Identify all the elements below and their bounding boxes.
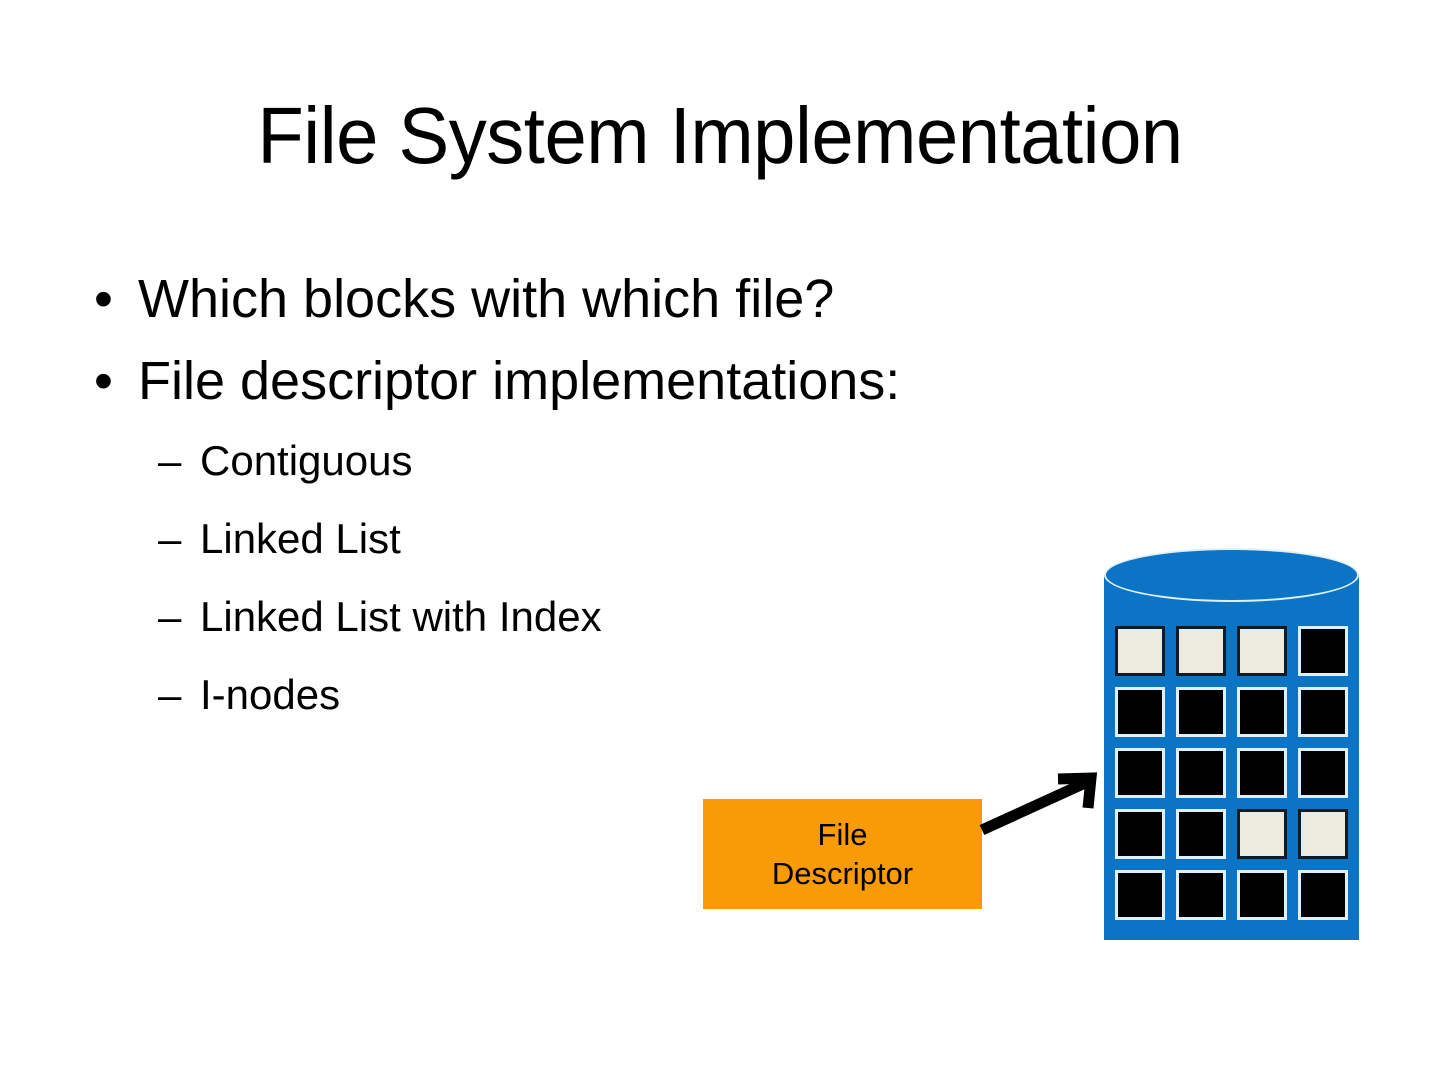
file-descriptor-label-line2: Descriptor xyxy=(771,856,914,891)
file-descriptor-label-line1: File xyxy=(817,817,868,852)
disk-block-r4-c1 xyxy=(1115,809,1165,859)
bullet-text: File descriptor implementations: xyxy=(138,351,901,411)
sub-bullet-item-linked-list-with-index: – Linked List with Index xyxy=(88,578,1088,656)
sub-bullet-item-linked-list: – Linked List xyxy=(88,500,1088,578)
bullet-marker-dot: • xyxy=(94,351,113,411)
disk-block-r3-c3 xyxy=(1237,748,1287,798)
disk-block-r5-c3 xyxy=(1237,870,1287,920)
disk-block-r5-c1 xyxy=(1115,870,1165,920)
bullet-marker-dash: – xyxy=(158,515,182,562)
file-descriptor-box: File Descriptor xyxy=(703,799,982,909)
disk-block-r1-c4 xyxy=(1298,626,1348,676)
bullet-marker-dash: – xyxy=(158,593,182,640)
bullet-item-file-descriptor-implementations: • File descriptor implementations: xyxy=(88,340,1088,422)
disk-block-r1-c2 xyxy=(1176,626,1226,676)
disk-block-r4-c3 xyxy=(1237,809,1287,859)
disk-block-r3-c4 xyxy=(1298,748,1348,798)
disk-block-grid xyxy=(1115,626,1349,926)
disk-cylinder-icon xyxy=(1104,548,1359,940)
disk-block-r2-c4 xyxy=(1298,687,1348,737)
disk-block-r1-c3 xyxy=(1237,626,1287,676)
bullet-list: • Which blocks with which file? • File d… xyxy=(88,258,1088,734)
sub-bullet-text: Linked List xyxy=(200,515,401,562)
disk-block-r5-c2 xyxy=(1176,870,1226,920)
disk-block-r3-c1 xyxy=(1115,748,1165,798)
bullet-marker-dot: • xyxy=(94,269,113,329)
sub-bullet-text: Linked List with Index xyxy=(200,593,602,640)
sub-bullet-item-contiguous: – Contiguous xyxy=(88,422,1088,500)
bullet-marker-dash: – xyxy=(158,671,182,718)
sub-bullet-item-i-nodes: – I-nodes xyxy=(88,656,1088,734)
disk-block-r4-c4 xyxy=(1298,809,1348,859)
sub-bullet-text: I-nodes xyxy=(200,671,341,718)
bullet-marker-dash: – xyxy=(158,437,182,484)
disk-block-r2-c1 xyxy=(1115,687,1165,737)
disk-cylinder-top-ellipse xyxy=(1104,548,1359,602)
disk-block-r4-c2 xyxy=(1176,809,1226,859)
bullet-item-which-blocks: • Which blocks with which file? xyxy=(88,258,1088,340)
disk-block-r3-c2 xyxy=(1176,748,1226,798)
disk-block-r5-c4 xyxy=(1298,870,1348,920)
page-title: File System Implementation xyxy=(257,91,1183,180)
disk-block-r2-c2 xyxy=(1176,687,1226,737)
disk-block-r2-c3 xyxy=(1237,687,1287,737)
arrow-icon xyxy=(979,772,1098,836)
sub-bullet-text: Contiguous xyxy=(200,437,413,484)
bullet-text: Which blocks with which file? xyxy=(138,269,835,329)
disk-block-r1-c1 xyxy=(1115,626,1165,676)
